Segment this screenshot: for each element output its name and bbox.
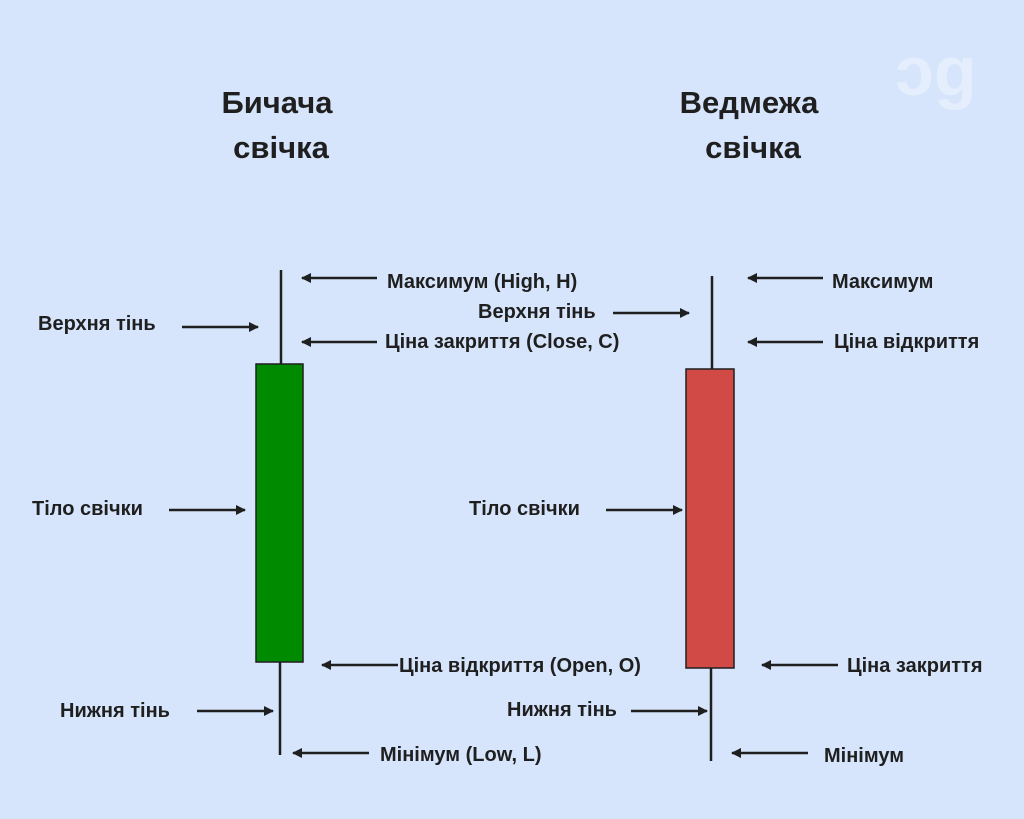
bearish-title-line1: Ведмежа: [680, 85, 819, 120]
bullish-title-line2: свічка: [233, 130, 329, 165]
bearish-high-label: Максимум: [832, 271, 933, 293]
watermark-logo: ɔg: [895, 32, 977, 110]
bearish-candle-body: [685, 368, 735, 669]
bullish-candle-group: Бичача свічка Максимум (High, H) Верхня …: [32, 85, 641, 766]
bullish-candle-body: [255, 363, 304, 663]
bullish-upper-shadow-label: Верхня тінь: [38, 313, 156, 335]
bullish-high-label: Максимум (High, H): [387, 271, 577, 293]
bearish-lower-shadow-label: Нижня тінь: [507, 699, 617, 721]
bearish-body-label: Тіло свічки: [469, 498, 580, 520]
bearish-candle-group: Ведмежа свічка Максимум Верхня тінь Ціна…: [469, 85, 983, 767]
bullish-body-label: Тіло свічки: [32, 498, 143, 520]
bullish-close-label: Ціна закриття (Close, C): [385, 331, 619, 353]
bearish-title-line2: свічка: [705, 130, 801, 165]
bearish-close-label: Ціна закриття: [847, 655, 983, 677]
bullish-open-label: Ціна відкриття (Open, O): [399, 655, 641, 677]
bearish-upper-shadow-label: Верхня тінь: [478, 301, 596, 323]
bullish-title-line1: Бичача: [221, 85, 333, 120]
bearish-low-label: Мінімум: [824, 745, 904, 767]
bullish-low-label: Мінімум (Low, L): [380, 744, 542, 766]
bearish-open-label: Ціна відкриття: [834, 331, 979, 353]
bullish-lower-shadow-label: Нижня тінь: [60, 700, 170, 722]
